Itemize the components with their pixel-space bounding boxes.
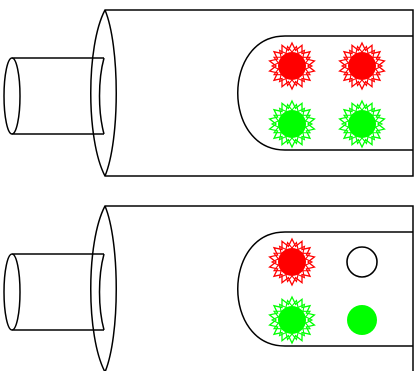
lamp-off <box>346 246 378 278</box>
lamp-lit <box>347 305 377 335</box>
indicator-window <box>237 231 413 347</box>
bottom-right-green <box>338 99 386 149</box>
flash-ray-inner <box>270 241 314 283</box>
lamp-lit <box>278 306 306 334</box>
connector-joint <box>98 57 105 135</box>
lamp-lit <box>278 110 306 138</box>
connector-end <box>3 253 21 331</box>
flash-ray-inner <box>340 103 384 145</box>
flash-ray-outer <box>268 99 316 149</box>
bottom-left-green <box>268 295 316 345</box>
device-bottom <box>3 205 414 371</box>
indicator-window <box>237 35 413 151</box>
flash-ray-outer <box>338 41 386 91</box>
lamp-lit <box>348 52 376 80</box>
flash-ray-outer <box>268 41 316 91</box>
flash-ray-outer <box>268 237 316 287</box>
top-left-red <box>268 41 316 91</box>
flash-ray-inner <box>270 103 314 145</box>
flash-ray-outer <box>338 99 386 149</box>
cylinder-body <box>90 9 414 177</box>
flash-ray-inner <box>270 45 314 87</box>
flash-ray-outer <box>268 295 316 345</box>
connector-joint <box>98 253 105 331</box>
device-top <box>3 9 414 177</box>
connector-tube <box>12 57 104 135</box>
cylinder-end-rim <box>104 205 117 371</box>
connector-end <box>3 57 21 135</box>
bottom-left-green <box>268 99 316 149</box>
cylinder-end-rim <box>104 9 117 177</box>
flash-ray-inner <box>340 45 384 87</box>
lamp-lit <box>278 52 306 80</box>
top-right-off <box>346 246 378 278</box>
top-right-red <box>338 41 386 91</box>
lamp-lit <box>348 110 376 138</box>
top-left-red <box>268 237 316 287</box>
connector-tube <box>12 253 104 331</box>
bottom-right-green <box>347 305 377 335</box>
flash-ray-inner <box>270 299 314 341</box>
cylinder-body <box>90 205 414 371</box>
lamp-lit <box>278 248 306 276</box>
